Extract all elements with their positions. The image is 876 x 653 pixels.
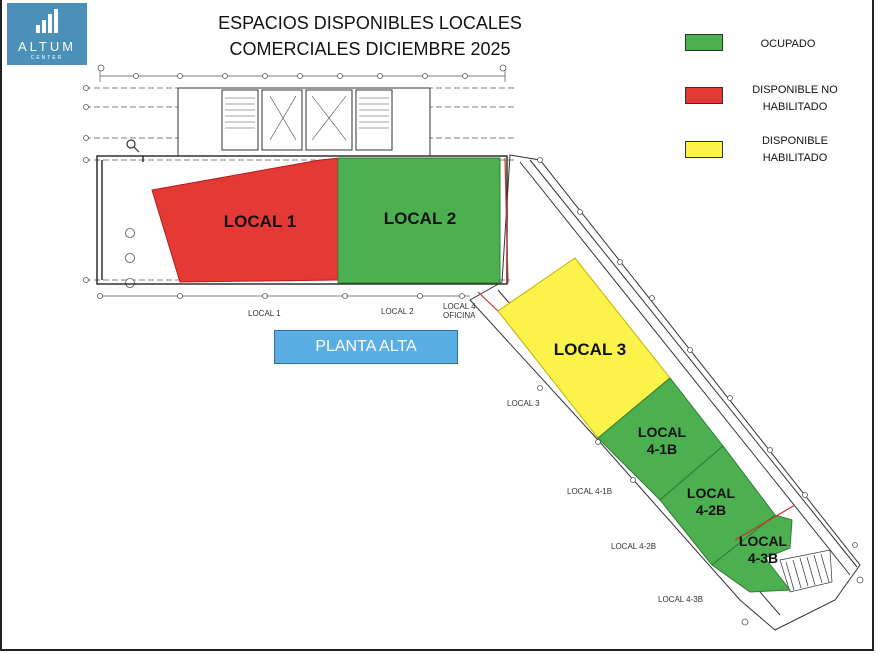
legend-label-disponible-no-habilitado: DISPONIBLE NO HABILITADO	[740, 82, 850, 116]
local-4-2b-label-line-2: 4-2B	[695, 502, 727, 518]
local-4-3b-area[interactable]	[711, 514, 793, 593]
plan-label-local-4-line-1: LOCAL 4	[443, 302, 476, 311]
local-4-1b-label: LOCAL 4-1B	[622, 424, 702, 458]
magnifier-icon	[126, 139, 140, 153]
local-4-2b-label: LOCAL 4-2B	[671, 485, 751, 519]
plan-label-local-1: LOCAL 1	[248, 309, 281, 318]
building-icon	[36, 9, 58, 33]
local-4-1b-label-line-2: 4-1B	[646, 441, 678, 457]
legend-swatch-disponible-no-habilitado	[685, 87, 723, 104]
local-4-3b-label: LOCAL 4-3B	[723, 533, 803, 567]
wing-boundary	[477, 157, 796, 541]
page-title: ESPACIOS DISPONIBLES LOCALES COMERCIALES…	[205, 10, 535, 62]
legend-label-line-2: HABILITADO	[762, 101, 828, 113]
title-line-2: COMERCIALES DICIEMBRE 2025	[229, 39, 511, 59]
legend-label-line-1: DISPONIBLE NO	[752, 84, 838, 96]
legend-label-ocupado-text: OCUPADO	[760, 38, 816, 50]
local-2-area[interactable]	[337, 157, 501, 284]
legend-label-line-2: HABILITADO	[762, 152, 828, 164]
wing-grid-markers	[537, 157, 864, 626]
legend-label-line-1: DISPONIBLE	[761, 135, 829, 147]
legend-label-ocupado: OCUPADO	[733, 36, 843, 53]
wing-stairs	[779, 549, 833, 593]
plan-label-local-4-line-2: OFICINA	[443, 311, 476, 320]
plan-label-local-4-1b: LOCAL 4-1B	[567, 487, 613, 496]
legend-swatch-ocupado	[685, 34, 723, 51]
planta-alta-button[interactable]: PLANTA ALTA	[274, 330, 458, 364]
legend-label-disponible-habilitado: DISPONIBLE HABILITADO	[740, 133, 850, 167]
logo-sub: CENTER	[30, 55, 64, 61]
core-structure	[177, 87, 431, 157]
plan-label-local-3: LOCAL 3	[507, 399, 540, 408]
local-4-3b-label-line-2: 4-3B	[747, 550, 779, 566]
logo-brand: ALTUM	[17, 39, 77, 54]
local-2-label: LOCAL 2	[383, 209, 457, 228]
plan-label-local-4-2b: LOCAL 4-2B	[611, 542, 657, 551]
local-4-2b-label-line-1: LOCAL	[686, 485, 736, 501]
local-4-3b-label-line-1: LOCAL	[738, 533, 788, 549]
grid-markers	[83, 64, 507, 299]
plan-label-local-4-3b: LOCAL 4-3B	[658, 595, 704, 604]
legend-swatch-disponible-habilitado	[685, 141, 723, 158]
title-line-1: ESPACIOS DISPONIBLES LOCALES	[218, 13, 522, 33]
local-3-label: LOCAL 3	[553, 340, 627, 359]
local-4-1b-label-line-1: LOCAL	[637, 424, 687, 440]
altum-logo: ALTUM CENTER	[7, 3, 87, 65]
plan-label-local-4: LOCAL 4 OFICINA	[443, 302, 476, 320]
plan-label-local-2: LOCAL 2	[381, 307, 414, 316]
local-1-label: LOCAL 1	[223, 212, 297, 231]
